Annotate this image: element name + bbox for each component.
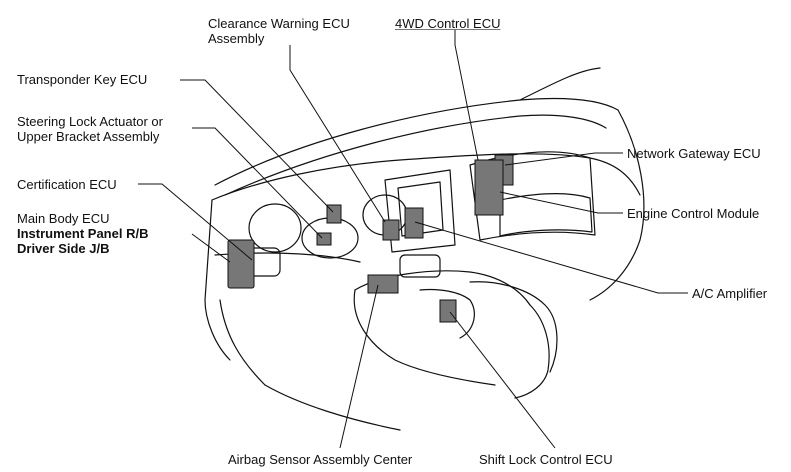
leader-transponder xyxy=(180,79,334,213)
fourwd-ecu-block xyxy=(404,207,424,239)
dash-face xyxy=(211,153,641,201)
label-airbag-sensor: Airbag Sensor Assembly Center xyxy=(228,452,413,467)
leader-main-body xyxy=(191,233,231,263)
label-shift-lock-control-ecu: Shift Lock Control ECU xyxy=(479,452,613,467)
gauge-ring-left xyxy=(248,203,302,253)
main-body-ecu-block xyxy=(227,239,255,289)
left-door-edge xyxy=(204,199,231,361)
console-rear xyxy=(469,281,558,373)
label-certification-ecu: Certification ECU xyxy=(17,177,117,192)
right-dash-panel xyxy=(469,151,596,241)
console-front xyxy=(419,288,475,339)
leader-network xyxy=(504,152,623,166)
leader-shift xyxy=(449,311,556,449)
leader-clearance xyxy=(289,45,386,223)
leader-steering xyxy=(192,127,323,239)
leader-fourwd xyxy=(454,30,479,161)
label-engine-control-module: Engine Control Module xyxy=(627,206,760,221)
label-ac-amplifier: A/C Amplifier xyxy=(692,286,768,301)
label-clearance-warning-line1: Clearance Warning ECU xyxy=(208,16,350,31)
label-steering-lock-line2: Upper Bracket Assembly xyxy=(17,129,160,144)
label-steering-lock-line1: Steering Lock Actuator or xyxy=(17,114,163,129)
label-network-gateway-ecu: Network Gateway ECU xyxy=(627,146,761,161)
leader-engine xyxy=(499,191,623,214)
shift-lock-block xyxy=(439,299,457,323)
vent-center xyxy=(399,254,441,278)
windshield-edge xyxy=(519,67,601,101)
dash-top-outline xyxy=(214,97,619,186)
console-right xyxy=(514,304,550,399)
label-main-body-ecu: Main Body ECU xyxy=(17,211,110,226)
dash-top-inner xyxy=(224,114,607,196)
label-driver-side-jb: Driver Side J/B xyxy=(17,241,110,256)
label-clearance-warning-line2: Assembly xyxy=(208,31,265,46)
leader-certification xyxy=(138,183,253,261)
airbag-sensor-block xyxy=(367,274,399,294)
label-transponder-key-ecu: Transponder Key ECU xyxy=(17,72,148,87)
glovebox xyxy=(499,193,593,237)
leader-airbag xyxy=(339,284,379,449)
left-door-curve xyxy=(219,299,266,386)
label-4wd-control-ecu: 4WD Control ECU xyxy=(395,16,501,31)
floor-line xyxy=(264,384,401,431)
leader-ac xyxy=(414,221,688,294)
right-edge xyxy=(589,109,645,301)
engine-control-module-block xyxy=(474,159,504,216)
clearance-warning-ecu-block xyxy=(382,219,400,241)
console-side xyxy=(353,289,496,386)
label-instrument-panel-rb: Instrument Panel R/B xyxy=(17,226,149,241)
